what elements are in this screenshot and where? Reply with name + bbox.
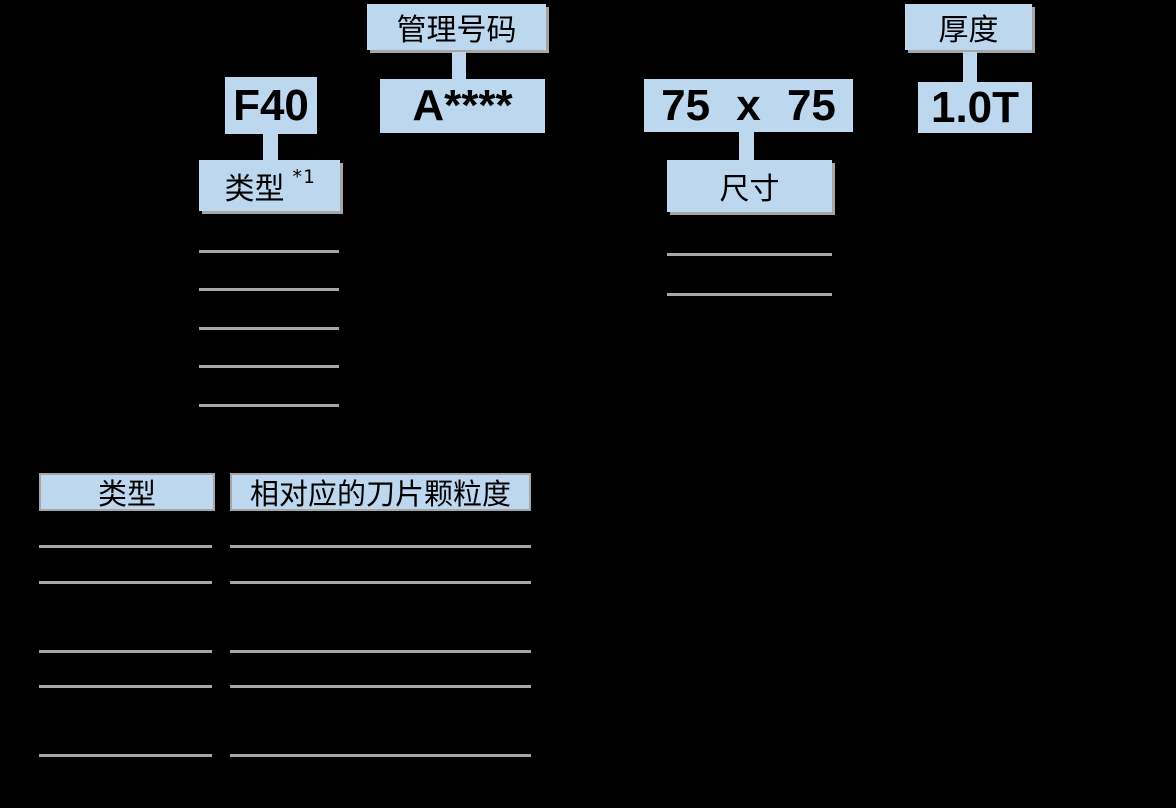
table-colB-row-line: [230, 545, 531, 548]
table-colA-row-line: [39, 754, 212, 757]
control-number-callout-label: 管理号码: [396, 14, 517, 47]
table-colA-row-line: [39, 581, 212, 584]
table-colB-row-line: [230, 581, 531, 584]
size-list-blank-line: [667, 253, 832, 256]
table-colA-row-line: [39, 685, 212, 688]
thickness-callout-label: 厚度: [938, 14, 999, 47]
table-colB-row-line: [230, 754, 531, 757]
type-list-blank-line: [199, 288, 339, 291]
table-header-type-label: 类型: [97, 479, 156, 511]
type-list-blank-line: [199, 365, 339, 368]
type-list-blank-line: [199, 404, 339, 407]
code-type-text: F40: [233, 80, 309, 130]
size-list-blank-line: [667, 293, 832, 296]
table-colA-row-line: [39, 545, 212, 548]
thickness-callout-box: 厚度: [905, 4, 1032, 50]
code-control-number-box: A****: [380, 79, 545, 133]
type-callout-label: 类型: [224, 172, 285, 206]
table-header-grit-label: 相对应的刀片颗粒度: [249, 479, 511, 511]
code-size-text: 75 x 75: [661, 80, 836, 130]
type-callout-note: *1: [291, 165, 315, 188]
table-header-type: 类型: [39, 473, 215, 511]
type-callout-box: 类型 *1: [199, 160, 340, 211]
type-list-blank-line: [199, 327, 339, 330]
code-type-box: F40: [225, 77, 317, 134]
code-thickness-box: 1.0T: [918, 82, 1032, 133]
size-callout-box: 尺寸: [667, 160, 832, 212]
table-colB-row-line: [230, 650, 531, 653]
connector-control-number: [452, 52, 466, 80]
control-number-callout-box: 管理号码: [367, 4, 546, 50]
type-list-blank-line: [199, 250, 339, 253]
code-control-number-text: A****: [412, 81, 513, 130]
code-size-box: 75 x 75: [644, 79, 853, 132]
connector-thickness: [963, 52, 977, 83]
table-header-grit: 相对应的刀片颗粒度: [230, 473, 531, 511]
code-thickness-text: 1.0T: [930, 82, 1020, 132]
table-colB-row-line: [230, 685, 531, 688]
table-colA-row-line: [39, 650, 212, 653]
size-callout-label: 尺寸: [719, 173, 780, 206]
connector-size: [739, 132, 754, 160]
connector-type: [263, 134, 278, 160]
